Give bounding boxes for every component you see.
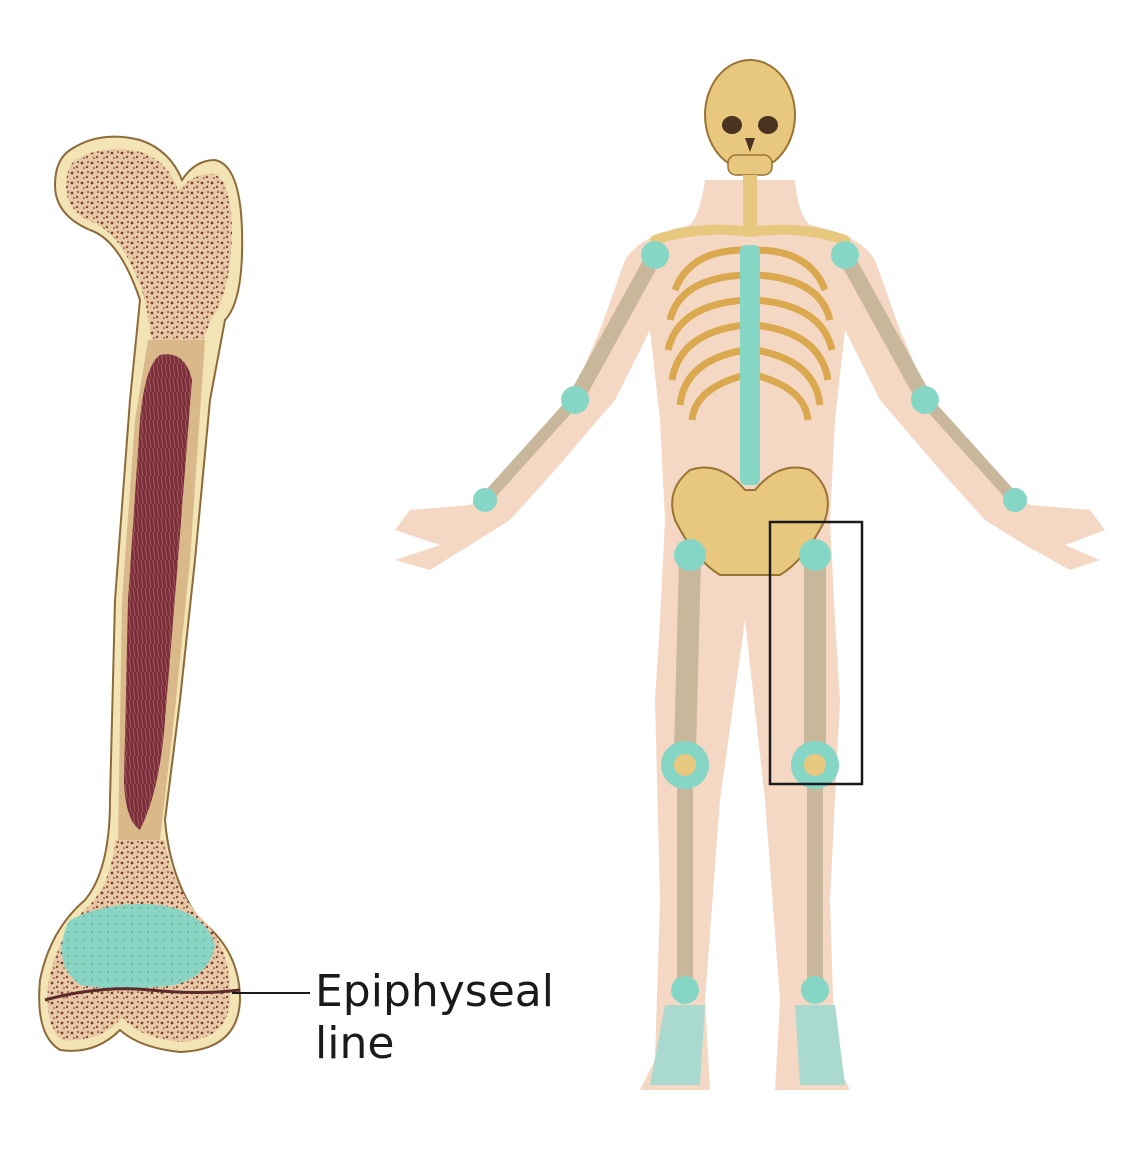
- skeleton-illustration: [395, 59, 1105, 1090]
- ribcage: [664, 246, 836, 421]
- epiphyseal-region: [61, 904, 216, 989]
- medullary-cavity: [124, 354, 192, 830]
- epiphyseal-line-label: Epiphyseal line: [315, 966, 554, 1070]
- label-line-1: Epiphyseal: [315, 966, 554, 1017]
- right-foot: [795, 1005, 845, 1085]
- cervical-spine: [743, 175, 757, 230]
- clavicles: [650, 224, 850, 245]
- left-foot: [650, 1005, 705, 1085]
- femur-head-spongy: [66, 148, 232, 360]
- left-eye-socket: [722, 116, 742, 134]
- right-eye-socket: [758, 116, 778, 134]
- label-line-2: line: [315, 1018, 395, 1069]
- arm-bones: [473, 241, 1027, 512]
- pelvis: [671, 466, 829, 576]
- skull: [704, 59, 796, 171]
- jaw: [727, 154, 773, 176]
- nasal-cavity: [745, 138, 755, 152]
- epiphyseal-line: [44, 987, 241, 1002]
- femur-highlight-box: [768, 520, 864, 786]
- spine: [740, 245, 760, 485]
- femur-illustration: [38, 135, 244, 1054]
- leg-bones: [661, 539, 839, 1004]
